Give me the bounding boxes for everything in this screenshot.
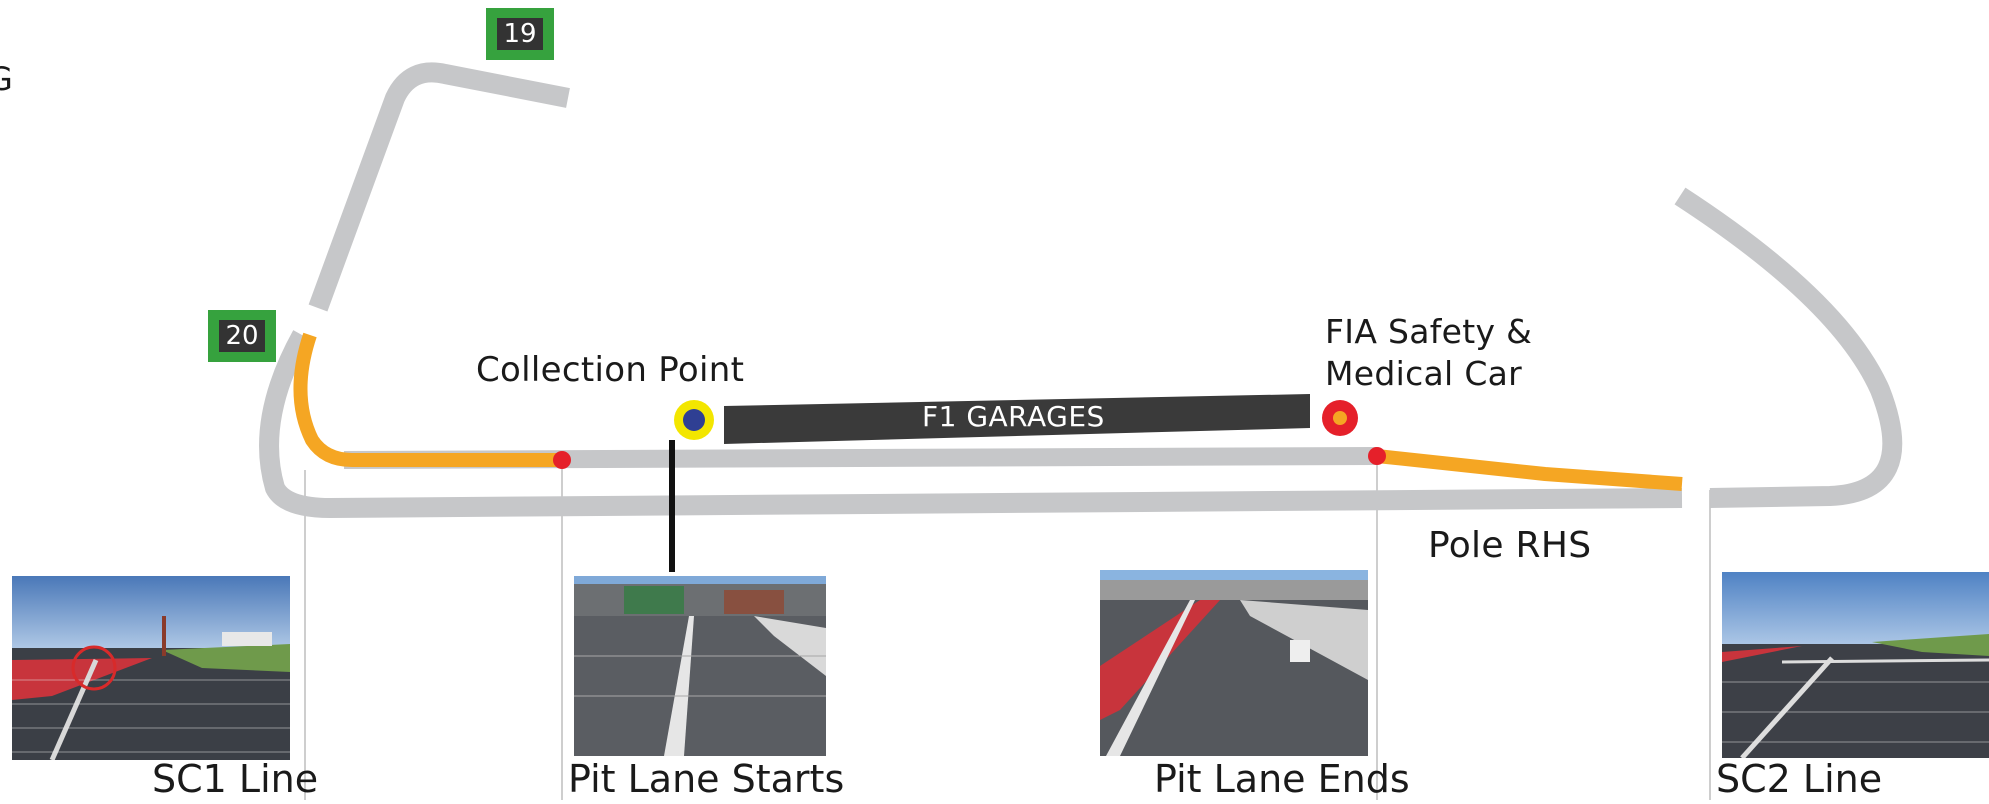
pit-start-marker <box>553 451 571 469</box>
sc2-line-photo <box>1722 572 1989 758</box>
track-turn-19 <box>308 62 570 312</box>
f1-garages-block <box>724 394 1310 444</box>
pit-lane-start-caption: Pit Lane Starts <box>568 757 845 801</box>
title-fragment: G <box>0 60 14 98</box>
turn-20-number: 20 <box>219 320 265 352</box>
pit-lane-entry <box>293 332 562 467</box>
sc1-line-highlight-icon <box>71 645 117 691</box>
track-main-straight <box>259 330 1683 518</box>
sc1-line-photo <box>12 576 290 760</box>
guide-lines <box>304 458 1711 800</box>
turn-19-number: 19 <box>497 18 543 50</box>
pit-end-marker <box>1368 447 1386 465</box>
sc1-line-caption: SC1 Line <box>152 757 319 801</box>
garages-label: F1 GARAGES <box>922 400 1105 433</box>
collection-point-label: Collection Point <box>476 350 745 390</box>
track-turn-1 <box>1674 187 1903 508</box>
fia-car-label-line1: FIA Safety & <box>1325 312 1533 351</box>
pit-lane-start-photo <box>574 576 826 756</box>
pit-lane-exit <box>1376 449 1683 491</box>
pit-lane <box>293 332 1683 491</box>
pole-side-label: Pole RHS <box>1428 525 1592 566</box>
pit-lane-end-caption: Pit Lane Ends <box>1154 757 1410 801</box>
turn-20-badge: 20 <box>208 310 276 362</box>
sc2-line-caption: SC2 Line <box>1716 757 1883 801</box>
pit-lane-end-photo <box>1100 570 1368 756</box>
turn-19-badge: 19 <box>486 8 554 60</box>
main-track <box>259 62 1903 518</box>
fia-car-label-line2: Medical Car <box>1325 354 1523 393</box>
